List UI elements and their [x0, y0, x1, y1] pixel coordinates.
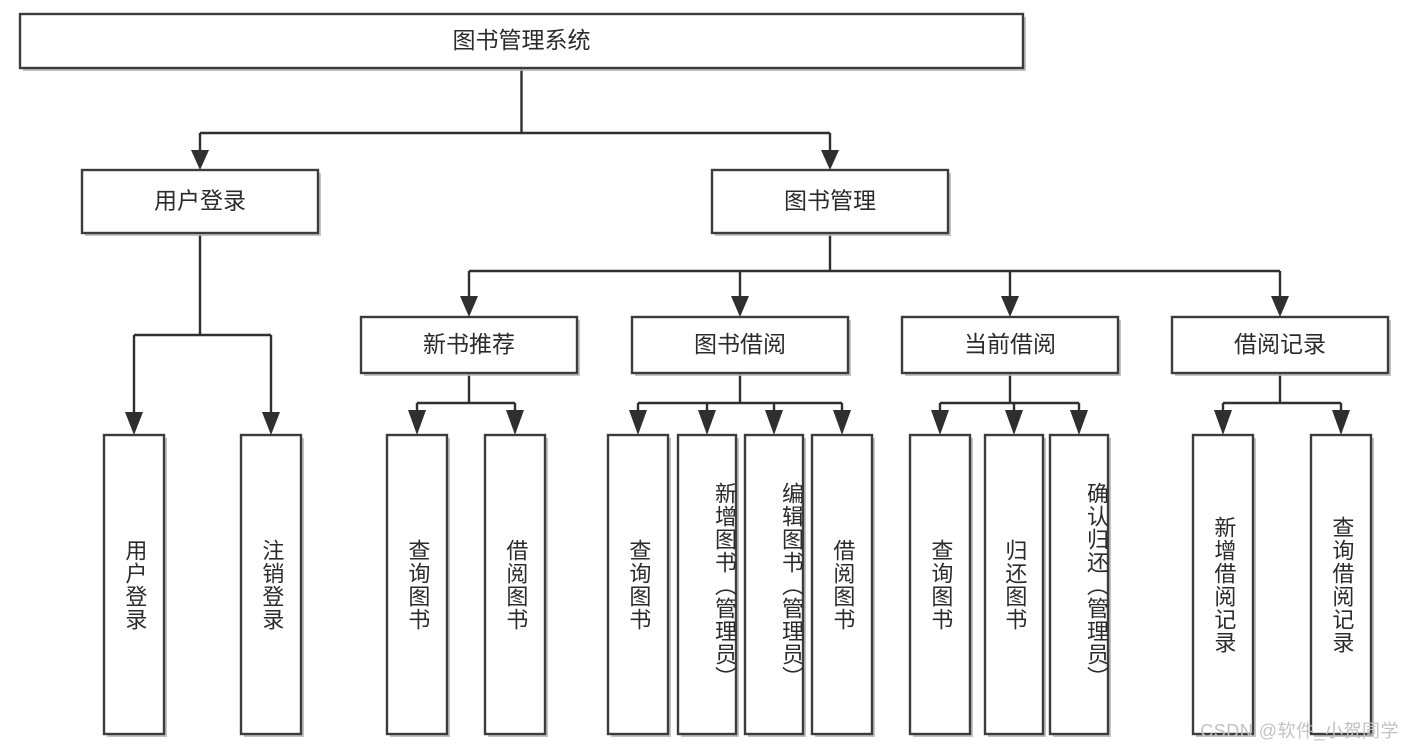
node-box-leaf-edit-book[interactable] — [743, 433, 805, 736]
node-box-user-login[interactable] — [80, 168, 320, 235]
csdn-watermark: CSDN @软件_小贺同学 — [1200, 721, 1399, 741]
node-label-borrow-record: 借阅记录 — [1234, 331, 1326, 357]
node-label-user-login: 用户登录 — [154, 188, 246, 214]
arrow-head-book-manage — [821, 150, 839, 170]
node-box-current-borrow[interactable] — [900, 315, 1120, 375]
node-box-leaf-add-book[interactable] — [676, 433, 738, 736]
arrow-head-leaf-query-book-rec — [408, 410, 426, 435]
node-box-new-book-recommend[interactable] — [359, 315, 579, 375]
box-layer — [18, 12, 1391, 737]
arrow-head-new-book-recommend — [460, 296, 478, 317]
node-box-root[interactable] — [18, 12, 1025, 70]
arrow-head-leaf-query-record — [1332, 410, 1350, 435]
node-box-leaf-borrow-book-rec[interactable] — [483, 433, 547, 736]
node-box-book-manage[interactable] — [710, 168, 950, 235]
arrow-head-borrow-record — [1271, 296, 1289, 317]
node-box-leaf-query-book-rec[interactable] — [385, 433, 449, 736]
arrow-head-leaf-confirm-return — [1070, 410, 1088, 435]
connector-layer — [125, 68, 1350, 435]
node-box-leaf-query-book-borrow[interactable] — [606, 433, 670, 736]
node-box-leaf-query-record[interactable] — [1309, 433, 1373, 736]
arrow-head-leaf-return-book — [1005, 410, 1023, 435]
node-box-borrow-record[interactable] — [1170, 315, 1390, 375]
node-box-leaf-add-record[interactable] — [1191, 433, 1255, 736]
node-label-current-borrow: 当前借阅 — [964, 331, 1056, 357]
arrow-head-leaf-query-book-borrow — [629, 410, 647, 435]
node-box-leaf-confirm-return[interactable] — [1048, 433, 1110, 736]
node-box-leaf-user-logout[interactable] — [239, 433, 303, 736]
arrow-head-leaf-add-record — [1214, 410, 1232, 435]
node-box-leaf-user-login[interactable] — [102, 433, 166, 736]
arrow-head-leaf-borrow-book-rec — [506, 410, 524, 435]
arrow-head-leaf-user-logout — [262, 412, 280, 435]
node-label-new-book-recommend: 新书推荐 — [423, 331, 515, 357]
node-label-book-manage: 图书管理 — [784, 188, 876, 214]
node-box-leaf-return-book[interactable] — [983, 433, 1045, 736]
arrow-head-leaf-borrow-book — [833, 410, 851, 435]
arrow-head-leaf-user-login — [125, 412, 143, 435]
arrow-head-user-login — [191, 150, 209, 170]
arrow-head-book-borrow — [731, 296, 749, 317]
arrow-head-leaf-edit-book — [765, 410, 783, 435]
arrow-head-leaf-query-book-current — [931, 410, 949, 435]
node-label-book-borrow: 图书借阅 — [694, 331, 786, 357]
node-box-leaf-query-book-current[interactable] — [908, 433, 972, 736]
arrow-head-current-borrow — [1001, 296, 1019, 317]
node-box-book-borrow[interactable] — [630, 315, 850, 375]
node-label-root: 图书管理系统 — [453, 27, 591, 53]
node-box-leaf-borrow-book[interactable] — [810, 433, 874, 736]
arrow-head-leaf-add-book — [698, 410, 716, 435]
